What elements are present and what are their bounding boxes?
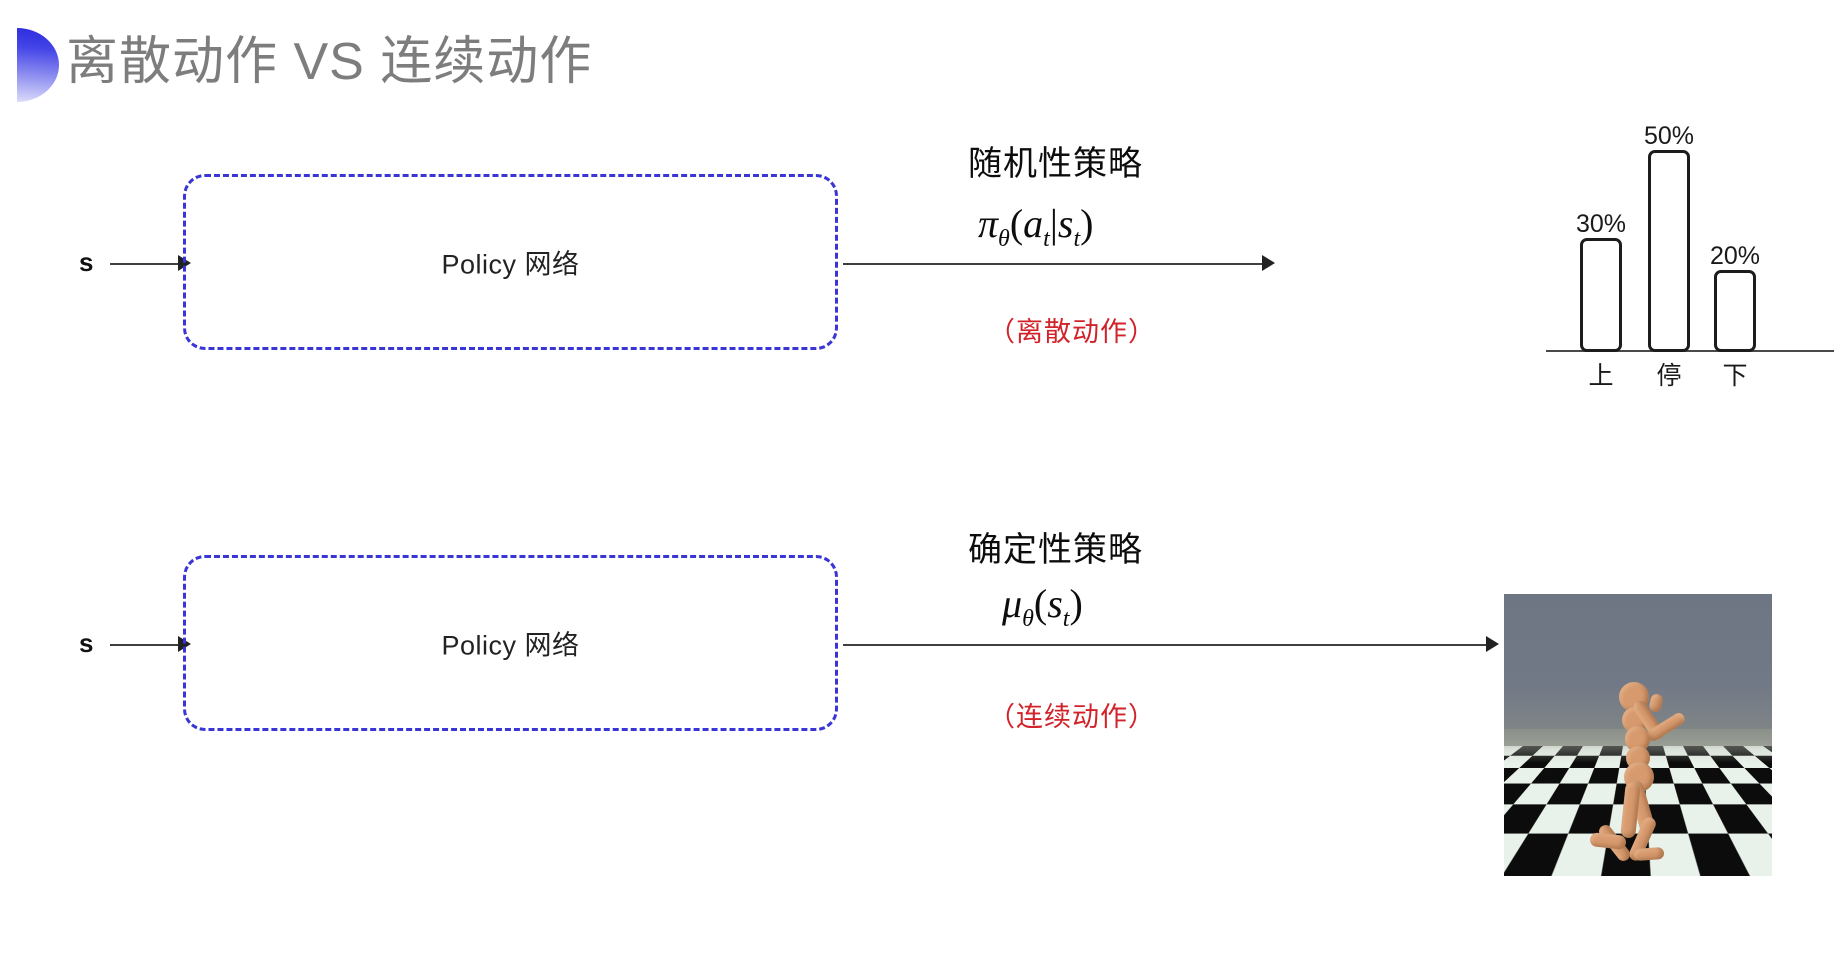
bar-category-down: 下 [1722, 362, 1748, 390]
output-arrow-head-discrete [1262, 255, 1275, 271]
input-arrow-line-continuous [110, 644, 182, 646]
policy-type-heading-continuous: 确定性策略 [968, 531, 1143, 569]
bar-down [1714, 270, 1756, 352]
output-arrow-head-continuous [1486, 636, 1499, 652]
policy-network-box-continuous[interactable]: Policy 网络 [183, 555, 838, 731]
bar-up [1580, 238, 1622, 352]
output-arrow-line-discrete [843, 263, 1265, 265]
formula-arg1-sub-discrete: t [1043, 226, 1050, 252]
formula-head-discrete: π [978, 201, 999, 246]
formula-arg1-discrete: a [1023, 201, 1044, 246]
action-type-note-discrete: （离散动作） [988, 317, 1156, 347]
input-state-label-discrete: s [79, 247, 94, 277]
formula-arg1-sub-continuous: t [1062, 606, 1070, 632]
bar-category-up: 上 [1588, 362, 1614, 390]
formula-open-paren-discrete: ( [1009, 201, 1024, 246]
formula-bar-discrete: | [1049, 201, 1058, 246]
bar-stop [1648, 150, 1690, 352]
title-bullet-icon [17, 28, 59, 102]
bar-value-up: 30% [1575, 210, 1627, 238]
formula-head-continuous: μ [1002, 581, 1023, 626]
page-title: 离散动作 VS 连续动作 [66, 33, 593, 91]
policy-type-heading-discrete: 随机性策略 [968, 145, 1143, 183]
policy-network-box-discrete[interactable]: Policy 网络 [183, 174, 838, 350]
action-type-note-continuous: （连续动作） [988, 702, 1156, 732]
policy-network-label-continuous: Policy 网络 [441, 630, 580, 661]
discrete-action-bar-chart: 30% 上 50% 停 20% 下 [1538, 96, 1838, 396]
humanoid-simulation-image [1504, 594, 1772, 876]
input-state-label-continuous: s [79, 628, 94, 658]
right-edge-strip [1840, 0, 1846, 966]
formula-head-sub-discrete: θ [998, 226, 1010, 252]
formula-arg2-discrete: s [1057, 201, 1074, 246]
humanoid-foot-front [1633, 846, 1665, 862]
formula-arg2-sub-discrete: t [1073, 226, 1081, 252]
bar-value-stop: 50% [1643, 122, 1695, 150]
chart-baseline-axis [1546, 350, 1834, 352]
bar-category-stop: 停 [1656, 362, 1682, 390]
formula-close-paren-continuous: ) [1069, 581, 1083, 626]
formula-head-sub-continuous: θ [1022, 606, 1034, 632]
bar-value-down: 20% [1709, 242, 1761, 270]
formula-arg1-continuous: s [1047, 581, 1063, 626]
input-arrow-line-discrete [110, 263, 182, 265]
output-arrow-line-continuous [843, 644, 1489, 646]
policy-network-label-discrete: Policy 网络 [441, 249, 580, 280]
formula-open-paren-continuous: ( [1033, 581, 1048, 626]
policy-formula-discrete: πθ(at|st) [978, 200, 1093, 253]
policy-formula-continuous: μθ(st) [1002, 580, 1083, 633]
formula-close-paren-discrete: ) [1080, 201, 1094, 246]
